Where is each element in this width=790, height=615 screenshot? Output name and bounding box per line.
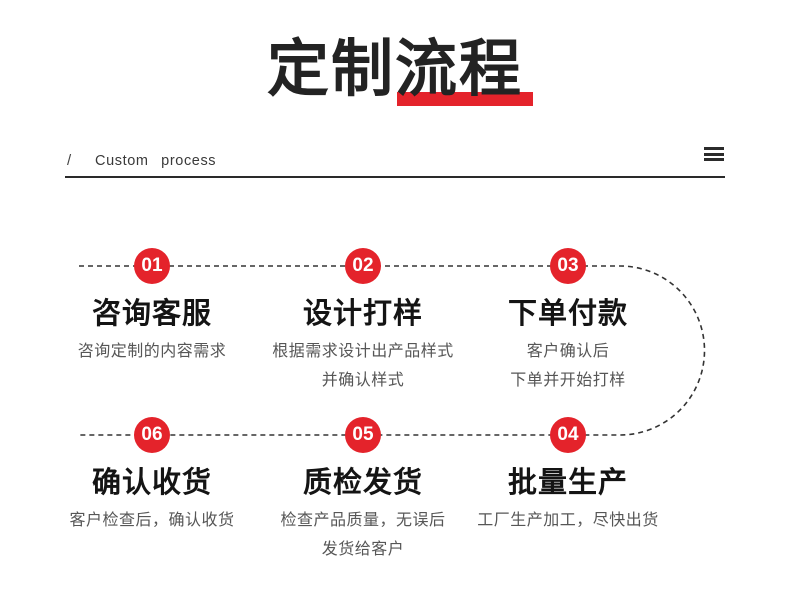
desc-line: 工厂生产加工，尽快出货 (477, 511, 659, 529)
step-title: 咨询客服 (91, 298, 212, 330)
desc-line: 客户检查后，确认收货 (69, 511, 235, 529)
step-04: 04 批量生产 工厂生产加工，尽快出货 (448, 417, 688, 535)
step-06: 06 确认收货 客户检查后，确认收货 (32, 417, 272, 535)
step-description: 咨询定制的内容需求 (32, 337, 272, 366)
title-plain-text: 定制 (266, 35, 395, 104)
step-title: 确认收货 (91, 467, 212, 499)
step-05: 05 质检发货 检查产品质量，无误后 发货给客户 (243, 417, 483, 564)
step-01: 01 咨询客服 咨询定制的内容需求 (32, 248, 272, 366)
desc-line: 根据需求设计出产品样式 (272, 342, 454, 360)
step-description: 客户检查后，确认收货 (32, 506, 272, 535)
slash-mark: / (67, 152, 72, 169)
step-number-badge: 03 (550, 248, 586, 284)
step-title: 设计打样 (302, 298, 423, 330)
step-title: 质检发货 (302, 467, 423, 499)
step-title: 批量生产 (507, 467, 628, 499)
hamburger-icon (704, 147, 724, 161)
step-description: 工厂生产加工，尽快出货 (448, 506, 688, 535)
step-title: 下单付款 (507, 298, 628, 330)
page-title: 定制流程 (0, 34, 790, 107)
step-03: 03 下单付款 客户确认后 下单并开始打样 (448, 248, 688, 395)
step-number-badge: 02 (345, 248, 381, 284)
step-number-badge: 06 (134, 417, 170, 453)
desc-line: 下单并开始打样 (510, 371, 626, 389)
step-number: 04 (557, 424, 579, 445)
step-02: 02 设计打样 根据需求设计出产品样式 并确认样式 (243, 248, 483, 395)
title-highlight: 流程 (395, 34, 534, 107)
step-number-badge: 05 (345, 417, 381, 453)
step-number-badge: 01 (134, 248, 170, 284)
desc-line: 发货给客户 (321, 540, 405, 558)
step-description: 客户确认后 下单并开始打样 (448, 337, 688, 395)
step-number: 05 (352, 424, 374, 445)
step-number-badge: 04 (550, 417, 586, 453)
subheader-label: Custom process (95, 153, 217, 169)
subheader: / Custom process (65, 140, 725, 178)
desc-line: 咨询定制的内容需求 (77, 342, 227, 360)
step-number: 01 (141, 255, 163, 276)
desc-line: 检查产品质量，无误后 (280, 511, 446, 529)
step-number: 06 (141, 424, 163, 445)
step-number: 02 (352, 255, 374, 276)
title-highlight-text: 流程 (395, 35, 524, 104)
step-description: 检查产品质量，无误后 发货给客户 (243, 506, 483, 564)
step-description: 根据需求设计出产品样式 并确认样式 (243, 337, 483, 395)
title-red-underline (397, 92, 534, 107)
desc-line: 并确认样式 (321, 371, 405, 389)
step-number: 03 (557, 255, 579, 276)
desc-line: 客户确认后 (526, 342, 610, 360)
